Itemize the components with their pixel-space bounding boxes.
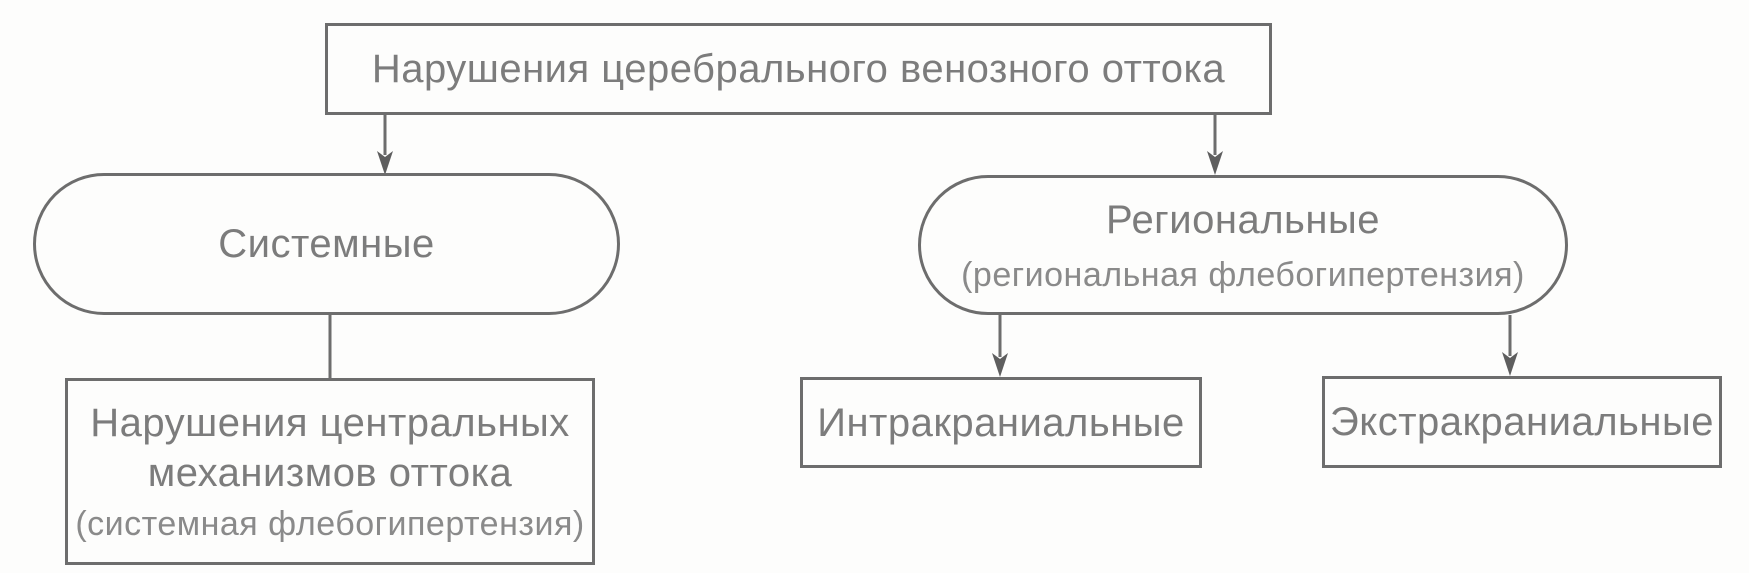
node-intracranial-label: Интракраниальные [817,400,1185,445]
node-central-note: (системная флебогипертензия) [75,505,585,544]
node-root-title: Нарушения церебрального венозного оттока [325,23,1272,115]
node-extracranial: Экстракраниальные [1322,376,1722,468]
node-extracranial-label: Экстракраниальные [1330,400,1714,444]
node-regional-label: Региональные [1106,197,1380,242]
node-central-label-line1: Нарушения центральных [90,401,570,446]
arrowhead-root-systemic [377,151,393,175]
node-regional-note: (региональная флебогипертензия) [961,255,1525,294]
arrowhead-regional-intracranial [992,353,1008,377]
node-root-label: Нарушения церебрального венозного оттока [371,47,1226,91]
node-systemic-label: Системные [218,222,435,266]
arrowhead-regional-extracranial [1502,352,1518,376]
node-central-label-line2: механизмов оттока [147,451,513,496]
node-intracranial: Интракраниальные [800,377,1202,468]
node-systemic: Системные [33,173,620,315]
node-regional: Региональные (региональная флебогипертен… [918,175,1568,315]
arrowhead-root-regional [1207,151,1223,175]
node-central-mechanisms: Нарушения центральных механизмов оттока … [65,378,595,565]
